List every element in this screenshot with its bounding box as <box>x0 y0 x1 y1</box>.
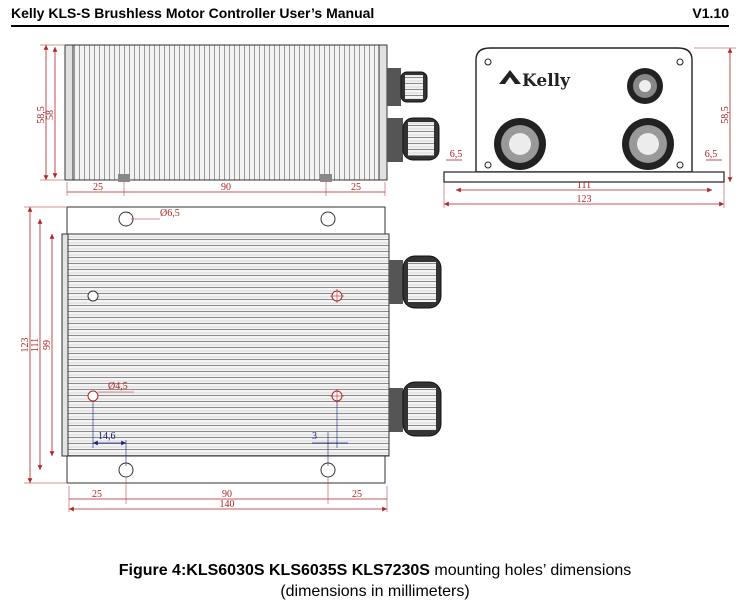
figure-caption-text: mounting holes’ dimensions <box>429 562 632 579</box>
side-dim-right: 25 <box>351 182 361 193</box>
gland-small-icon <box>627 68 663 104</box>
gland-large-icon <box>622 118 674 170</box>
manual-version: V1.10 <box>692 5 729 21</box>
top-height-111: 111 <box>30 338 41 352</box>
cable-gland-icon <box>389 255 442 309</box>
page-header: Kelly KLS-S Brushless Motor Controller U… <box>11 5 729 27</box>
offset-right: 3 <box>312 431 317 442</box>
top-height-99: 99 <box>42 340 53 350</box>
gland-large-icon <box>494 118 546 170</box>
hole-span: 111 <box>577 180 591 191</box>
end-view: Kelly 58,5 6,5 6,5 111 123 <box>443 47 736 208</box>
top-dim-right: 25 <box>352 489 362 500</box>
manual-title: Kelly KLS-S Brushless Motor Controller U… <box>11 5 375 21</box>
top-view: Ø6,5 Ø4,5 123 111 99 14,6 3 25 90 25 140 <box>20 206 442 512</box>
side-dim-left: 25 <box>93 182 103 193</box>
side-height-inner: 58 <box>45 110 56 120</box>
flange-left: 6,5 <box>450 149 463 160</box>
side-dim-mid: 90 <box>221 182 231 193</box>
top-dim-mid: 90 <box>222 489 232 500</box>
mounting-drawing: 58,5 58 25 90 25 Kelly <box>20 44 736 512</box>
cable-gland-icon <box>387 117 440 162</box>
figure-caption-models: Figure 4:KLS6030S KLS6035S KLS7230S <box>118 562 430 579</box>
large-hole-diameter: Ø6,5 <box>160 208 180 219</box>
top-dim-left: 25 <box>92 489 102 500</box>
small-hole-diameter: Ø4,5 <box>108 381 128 392</box>
side-view: 58,5 58 25 90 25 <box>36 44 440 196</box>
overall-length: 140 <box>220 499 235 510</box>
cable-gland-icon <box>387 68 428 106</box>
figure-caption: Figure 4:KLS6030S KLS6035S KLS7230S moun… <box>0 562 750 580</box>
flange-right: 6,5 <box>705 149 718 160</box>
kelly-logo-icon: Kelly <box>499 70 571 91</box>
side-height-outer: 58,5 <box>36 106 47 124</box>
offset-left: 14,6 <box>98 431 116 442</box>
overall-width: 123 <box>577 194 592 205</box>
cable-gland-icon <box>389 381 442 437</box>
brand-logo: Kelly <box>522 71 571 91</box>
figure-caption-units: (dimensions in millimeters) <box>280 583 470 600</box>
end-height: 58,5 <box>720 106 731 124</box>
top-height-123: 123 <box>20 338 31 353</box>
